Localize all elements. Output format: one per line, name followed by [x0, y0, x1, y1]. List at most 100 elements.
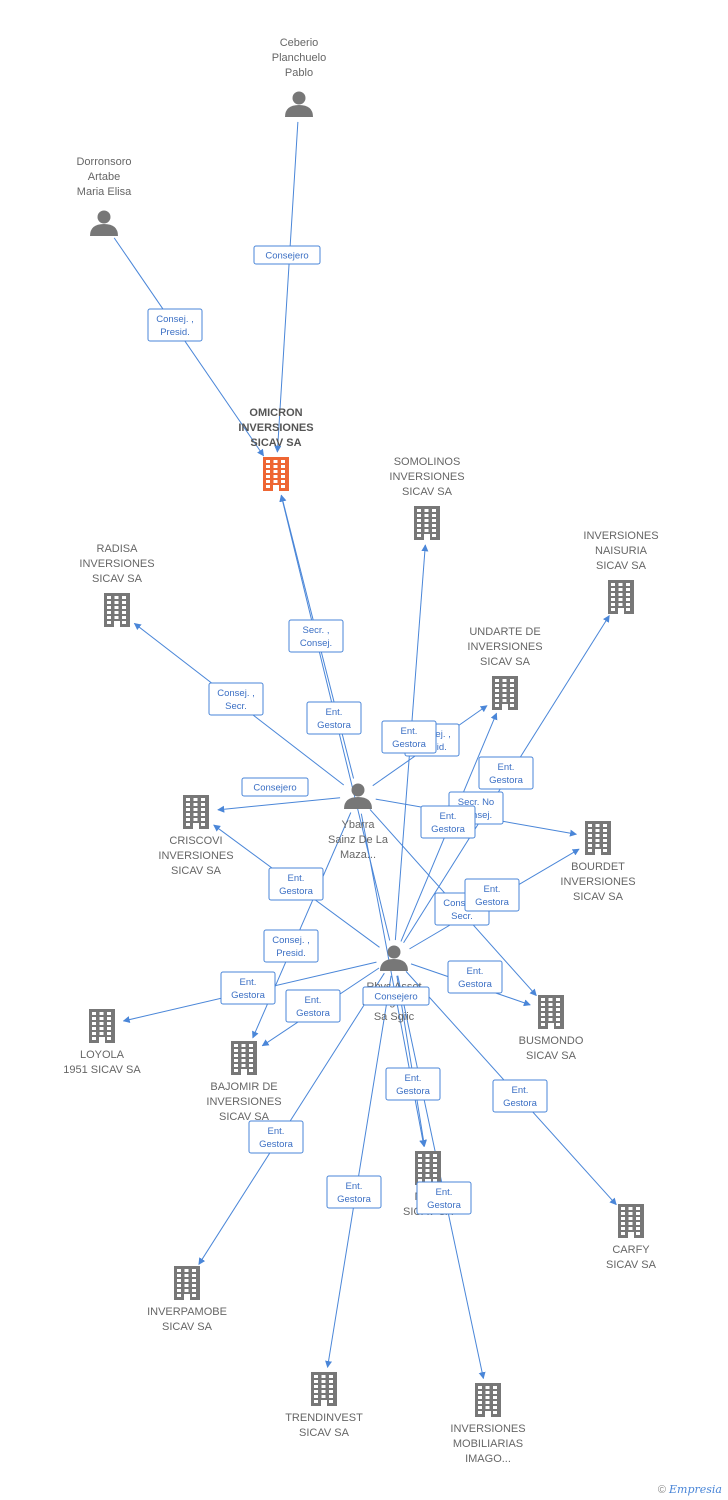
- edge-label-rbvs-bajomir[interactable]: Ent.Gestora: [285, 989, 341, 1023]
- edge-label-text: Consej. ,: [443, 898, 481, 909]
- edge-label-box[interactable]: [326, 1175, 382, 1209]
- footer: © Empresia: [658, 1483, 722, 1496]
- edge-label-text: Gestora: [279, 886, 314, 897]
- edge-label-rbvs-somolinos[interactable]: Ent. Gestora: [381, 720, 437, 754]
- edge-label-rbvs-carfy[interactable]: Ent.Gestora: [492, 1079, 548, 1113]
- edge-label-rbvs-criscovi[interactable]: Ent. Gestora: [268, 867, 324, 901]
- edge-label-ybarra-radisa[interactable]: Consej. ,Secr.: [208, 682, 264, 716]
- edge-label-box[interactable]: [288, 619, 344, 653]
- edge-label-box[interactable]: [464, 878, 520, 912]
- node-label: Sainz De La: [328, 834, 389, 846]
- edge-label-box[interactable]: [248, 1120, 304, 1154]
- edge-label-text: Gestora: [396, 1086, 431, 1097]
- node-rbvs[interactable]: Rbvs AssetManagementSa Sgiic: [362, 945, 426, 1024]
- edge-label-text: Consejero: [374, 992, 417, 1003]
- edge-label-rbvs-busmondo[interactable]: Ent.Gestora: [447, 960, 503, 994]
- edge-label-rbvs-mo[interactable]: Ent.Gestora: [385, 1067, 441, 1101]
- node-label: CRISCOVI: [169, 835, 222, 847]
- edge-label-ybarra-omicron[interactable]: Secr. ,Consej.: [288, 619, 344, 653]
- edge-label-box[interactable]: [253, 245, 321, 265]
- edge-label-rbvs-trendinvest[interactable]: Ent.Gestora: [326, 1175, 382, 1209]
- node-label: INVERSIONES: [467, 641, 542, 653]
- edge-label-text: Ent.: [288, 873, 305, 884]
- node-label: SICAV SA: [526, 1050, 577, 1062]
- edge-label-box[interactable]: [208, 682, 264, 716]
- node-label: SICAV SA: [596, 560, 647, 572]
- edge-label-box[interactable]: [147, 308, 203, 342]
- edge-label-dorronsoro-omicron[interactable]: Consej. ,Presid.: [147, 308, 203, 342]
- edge-label-text: Consej. ,: [272, 935, 310, 946]
- edge-label-box[interactable]: [241, 777, 309, 797]
- edge-label-text: Secr. ,: [303, 625, 330, 636]
- node-label: BUSMONDO: [519, 1035, 584, 1047]
- node-label: Dorronsoro: [76, 156, 131, 168]
- edge-label-box[interactable]: [362, 986, 430, 1006]
- node-imago[interactable]: INVERSIONESMOBILIARIASIMAGO...: [450, 1383, 526, 1465]
- edge-label-ybarra-bajomir[interactable]: Consej. ,Presid.: [263, 929, 319, 963]
- edge-label-box[interactable]: [263, 929, 319, 963]
- node-label: 1951 SICAV SA: [63, 1064, 141, 1076]
- edge-label-text: Gestora: [392, 739, 427, 750]
- edge-label-rbvs-loyola[interactable]: Ent.Gestora: [220, 971, 276, 1005]
- edge-label-box[interactable]: [285, 989, 341, 1023]
- edge-label-rbvs-bourdet[interactable]: Ent.Gestora: [464, 878, 520, 912]
- brand-logo[interactable]: Empresia: [669, 1483, 722, 1496]
- edge-label-text: Ent.: [401, 726, 418, 737]
- edge-label-box[interactable]: [381, 720, 437, 754]
- edge-label-box[interactable]: [220, 971, 276, 1005]
- building-icon: [492, 676, 518, 710]
- edge-label-text: Consejero: [253, 783, 296, 794]
- edge-label-box[interactable]: [268, 867, 324, 901]
- edge-dorronsoro-omicron: [113, 237, 264, 457]
- node-label: Maza...: [340, 849, 376, 861]
- edge-label-box[interactable]: [416, 1181, 472, 1215]
- person-icon: [344, 783, 372, 809]
- edge-label-box[interactable]: [478, 756, 534, 790]
- building-icon: [475, 1383, 501, 1417]
- edge-label-text: Ent.: [467, 966, 484, 977]
- node-label: INVERPAMOBE: [147, 1306, 227, 1318]
- edge-label-box[interactable]: [385, 1067, 441, 1101]
- edge-label-text: Gestora: [317, 720, 352, 731]
- edge-label-text: Secr.: [451, 911, 473, 922]
- edge-label-rbvs-imago[interactable]: Ent.Gestora: [416, 1181, 472, 1215]
- edge-label-ybarra-mo[interactable]: Consejero: [362, 986, 430, 1006]
- edge-label-rbvs-naisuria[interactable]: Ent.Gestora: [478, 756, 534, 790]
- edge-label-box[interactable]: [492, 1079, 548, 1113]
- edge-label-rbvs-omicron[interactable]: Ent.Gestora: [306, 701, 362, 735]
- edge-label-rbvs-inverpamobe[interactable]: Ent.Gestora: [248, 1120, 304, 1154]
- building-icon: [183, 795, 209, 829]
- edge-label-box[interactable]: [420, 805, 476, 839]
- edge-label-rbvs-undarte[interactable]: Ent.Gestora: [420, 805, 476, 839]
- edge-label-text: Gestora: [296, 1008, 331, 1019]
- node-label: UNDARTE DE: [469, 626, 540, 638]
- node-busmondo[interactable]: BUSMONDO SICAV SA: [519, 995, 584, 1062]
- edge-label-box[interactable]: [447, 960, 503, 994]
- edge-label-ybarra-criscovi[interactable]: Consejero: [241, 777, 309, 797]
- node-label: BAJOMIR DE: [210, 1081, 277, 1093]
- edge-label-ceberio-omicron[interactable]: Consejero: [253, 245, 321, 265]
- edge-label-text: Ent.: [436, 1187, 453, 1198]
- node-label: INVERSIONES: [238, 422, 313, 434]
- node-label: SICAV SA: [573, 891, 624, 903]
- edge-label-text: Ent.: [512, 1085, 529, 1096]
- node-label: Pablo: [285, 67, 313, 79]
- edge-label-text: Consejero: [265, 251, 308, 262]
- edge-label-box[interactable]: [306, 701, 362, 735]
